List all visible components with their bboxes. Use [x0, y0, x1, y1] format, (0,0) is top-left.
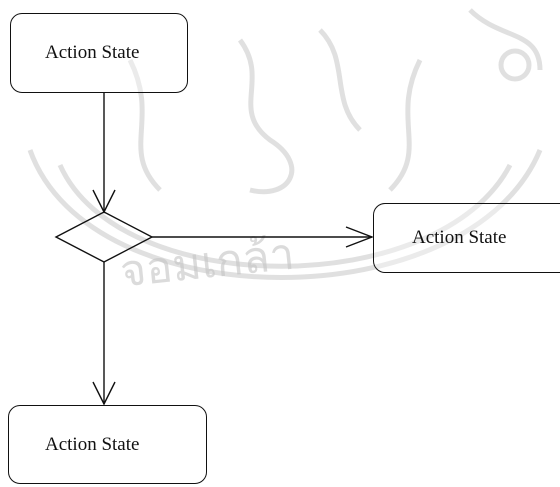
action-state-label: Action State [45, 42, 140, 63]
action-state-label: Action State [45, 433, 140, 455]
action-state-label: Action State [412, 227, 507, 248]
arrowhead-branch-to-bottom [92, 381, 116, 406]
action-state-node-bottom: Action State [8, 405, 207, 484]
arrowhead-branch-to-right [345, 226, 374, 248]
action-state-node-top: Action State [10, 13, 188, 93]
decision-diamond [54, 211, 154, 263]
action-state-node-right: Action State [373, 203, 560, 273]
